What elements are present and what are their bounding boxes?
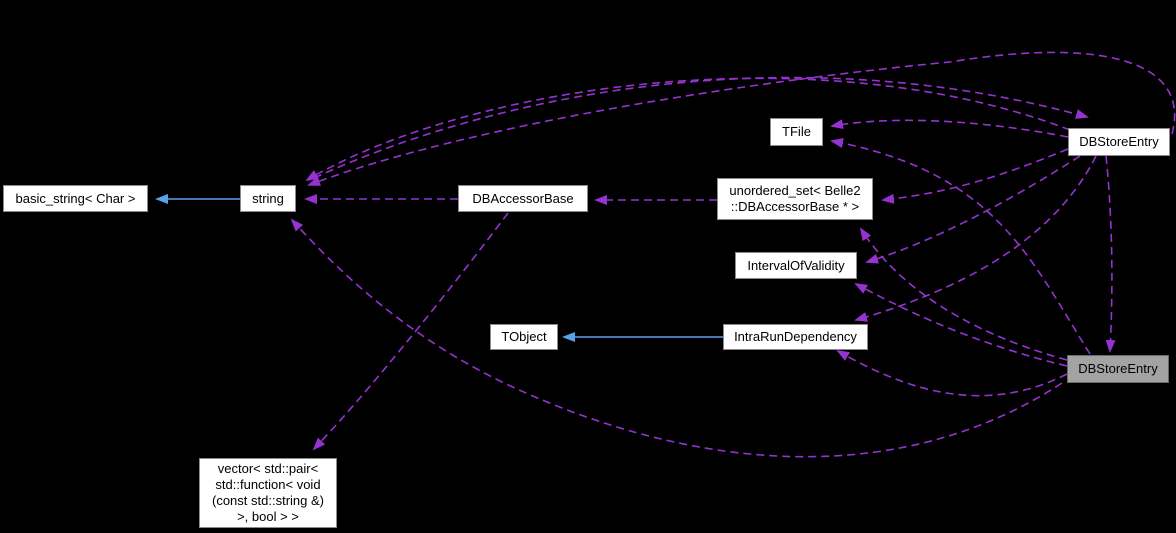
- node-string: string: [240, 185, 296, 212]
- node-tfile[interactable]: TFile: [770, 118, 823, 146]
- edge-dbstoreentry-top-to-unordered-set: [881, 148, 1069, 204]
- node-intrarundependency[interactable]: IntraRunDependency: [723, 324, 868, 350]
- edge-dbstoreentry-top-to-tfile: [830, 119, 1069, 138]
- node-dbstoreentry-current: DBStoreEntry: [1067, 355, 1169, 383]
- edge-dbstoreentry-top-to-dbstoreentry-current: [1105, 155, 1116, 353]
- edge-dbstoreentry-top-to-intervalofvalidity: [865, 155, 1081, 264]
- edge-dbstoreentry-current-to-string-bottom: [290, 218, 1063, 458]
- node-intervalofvalidity[interactable]: IntervalOfValidity: [735, 252, 857, 279]
- edge-dbstoreentry-current-to-intrarundependency: [836, 349, 1068, 397]
- node-dbstoreentry-top[interactable]: DBStoreEntry: [1068, 128, 1170, 156]
- edge-dbstoreentry-current-to-intervalofvalidity: [854, 283, 1068, 367]
- edge-dbstoreentry-current-to-string-top: [307, 51, 1176, 186]
- edge-dbstoreentry-current-to-tfile: [830, 138, 1091, 355]
- edge-dbstoreentry-top-to-string: [305, 77, 1071, 182]
- edge-dbstoreentry-top-to-intrarundependency: [854, 155, 1097, 322]
- node-basic-string: basic_string< Char >: [3, 185, 148, 212]
- node-dbaccessorbase[interactable]: DBAccessorBase: [458, 185, 588, 212]
- node-unordered-set: unordered_set< Belle2 ::DBAccessorBase *…: [717, 178, 873, 220]
- node-callback-vector: vector< std::pair< std::function< void (…: [199, 458, 337, 528]
- node-tobject[interactable]: TObject: [490, 324, 558, 350]
- edge-dbaccessorbase-to-callback-vector: [312, 212, 509, 451]
- edge-into-dbstoreentry-top: [313, 76, 1089, 179]
- edge-dbstoreentry-current-to-unordered-set: [859, 227, 1068, 361]
